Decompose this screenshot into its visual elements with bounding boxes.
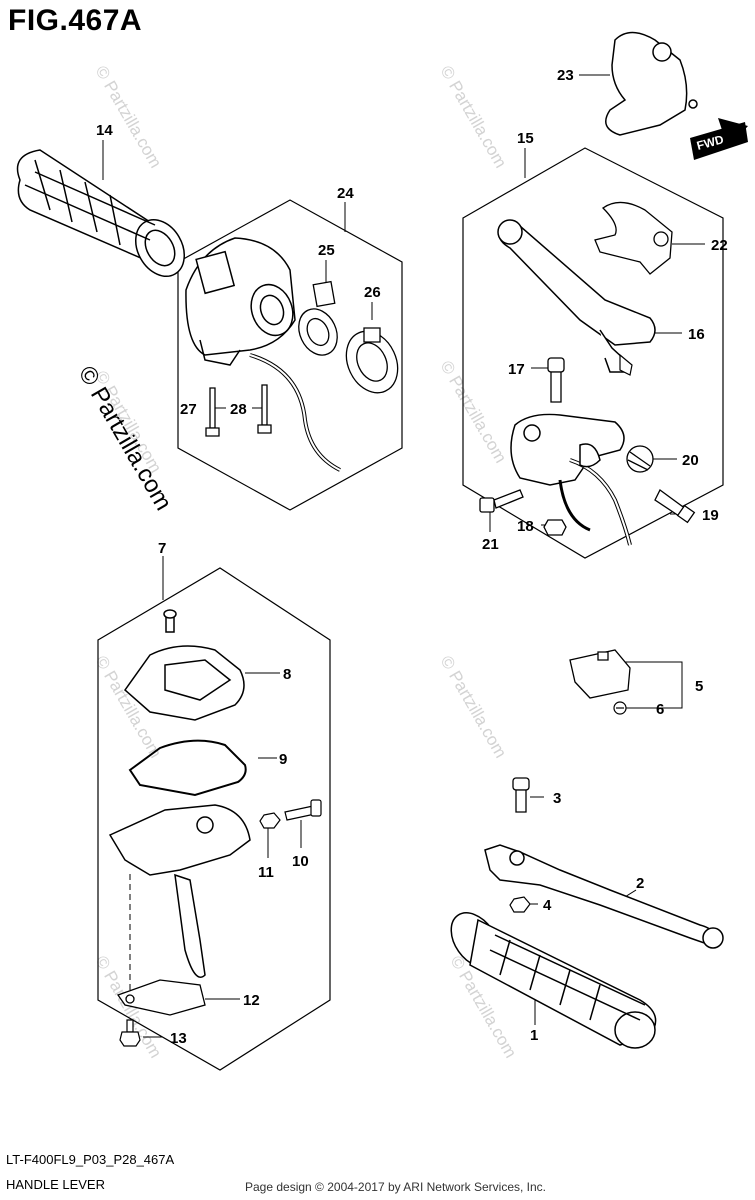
callout-7: 7 bbox=[158, 540, 166, 557]
fwd-label: FWD bbox=[695, 132, 725, 153]
part-23-cover bbox=[606, 33, 697, 136]
part-16-pin bbox=[620, 355, 632, 375]
callout-8: 8 bbox=[283, 666, 291, 683]
callout-20: 20 bbox=[682, 452, 699, 469]
part-21-bolt bbox=[480, 490, 523, 512]
part-26-housing-ring bbox=[337, 323, 408, 401]
part-14-grip bbox=[18, 150, 195, 285]
part-25-switch-knob bbox=[292, 282, 345, 362]
part-17-bolt bbox=[548, 358, 564, 402]
part-1-grip bbox=[441, 904, 655, 1048]
part-3-pin bbox=[513, 778, 529, 812]
part-15-lever-assembly bbox=[498, 220, 655, 372]
part-5-switch bbox=[570, 650, 630, 698]
callout-22: 22 bbox=[711, 237, 728, 254]
callout-18: 18 bbox=[517, 518, 534, 535]
part-22-bracket bbox=[595, 202, 672, 274]
leader-lines bbox=[103, 75, 705, 1037]
part-20-adjuster bbox=[627, 446, 653, 472]
callout-25: 25 bbox=[318, 242, 335, 259]
callout-15: 15 bbox=[517, 130, 534, 147]
brake-lever-body bbox=[110, 805, 250, 977]
clutch-holder bbox=[511, 414, 630, 545]
callout-4: 4 bbox=[543, 897, 552, 914]
part-11-nut bbox=[260, 813, 280, 828]
callout-10: 10 bbox=[292, 853, 309, 870]
callout-3: 3 bbox=[553, 790, 561, 807]
callout-24: 24 bbox=[337, 185, 354, 202]
callout-28: 28 bbox=[230, 401, 247, 418]
figure-name: HANDLE LEVER bbox=[6, 1177, 105, 1192]
part-19-bolt bbox=[655, 490, 694, 522]
part-4-nut bbox=[510, 897, 530, 912]
callout-27: 27 bbox=[180, 401, 197, 418]
figure-code: LT-F400FL9_P03_P28_467A bbox=[6, 1152, 175, 1167]
part-9-gasket bbox=[130, 741, 246, 795]
callout-1: 1 bbox=[530, 1027, 538, 1044]
callout-12: 12 bbox=[243, 992, 260, 1009]
part-10-bolt bbox=[285, 800, 321, 820]
watermark: © Partzilla.com bbox=[437, 653, 511, 762]
part-12-plate bbox=[118, 980, 205, 1015]
callout-2: 2 bbox=[636, 875, 644, 892]
callout-13: 13 bbox=[170, 1030, 187, 1047]
part-6-screw bbox=[614, 702, 626, 714]
watermark: © Partzilla.com bbox=[437, 63, 511, 172]
copyright-notice: Page design © 2004-2017 by ARI Network S… bbox=[245, 1180, 547, 1194]
part-2-lever bbox=[485, 845, 723, 948]
part-27-28-screws bbox=[206, 385, 271, 436]
part-18-nut bbox=[544, 520, 566, 535]
assembly-frame-7 bbox=[98, 568, 330, 1070]
watermark: © Partzilla.com bbox=[437, 358, 511, 467]
callout-9: 9 bbox=[279, 751, 287, 768]
callout-26: 26 bbox=[364, 284, 381, 301]
callout-5: 5 bbox=[695, 678, 703, 695]
callout-labels: 14 24 25 26 27 28 23 15 22 16 17 20 19 1… bbox=[96, 67, 728, 1047]
watermarks: © Partzilla.com © Partzilla.com © Partzi… bbox=[73, 63, 520, 1062]
fwd-direction-tag: FWD bbox=[690, 118, 748, 160]
assembly-frame-15 bbox=[463, 148, 723, 558]
watermark-large: © Partzilla.com bbox=[73, 362, 177, 516]
assembly-frames bbox=[98, 148, 723, 1070]
callout-16: 16 bbox=[688, 326, 705, 343]
part-24-switch-assembly bbox=[186, 238, 340, 470]
part-13-bolt bbox=[120, 1020, 140, 1046]
callout-21: 21 bbox=[482, 536, 499, 553]
figure-title: FIG.467A bbox=[8, 4, 143, 37]
part-8-cover bbox=[125, 610, 244, 720]
callout-6: 6 bbox=[656, 701, 664, 718]
callout-17: 17 bbox=[508, 361, 525, 378]
callout-23: 23 bbox=[557, 67, 574, 84]
callout-19: 19 bbox=[702, 507, 719, 524]
assembly-frame-24 bbox=[178, 200, 402, 510]
callout-14: 14 bbox=[96, 122, 113, 139]
callout-11: 11 bbox=[258, 864, 274, 881]
